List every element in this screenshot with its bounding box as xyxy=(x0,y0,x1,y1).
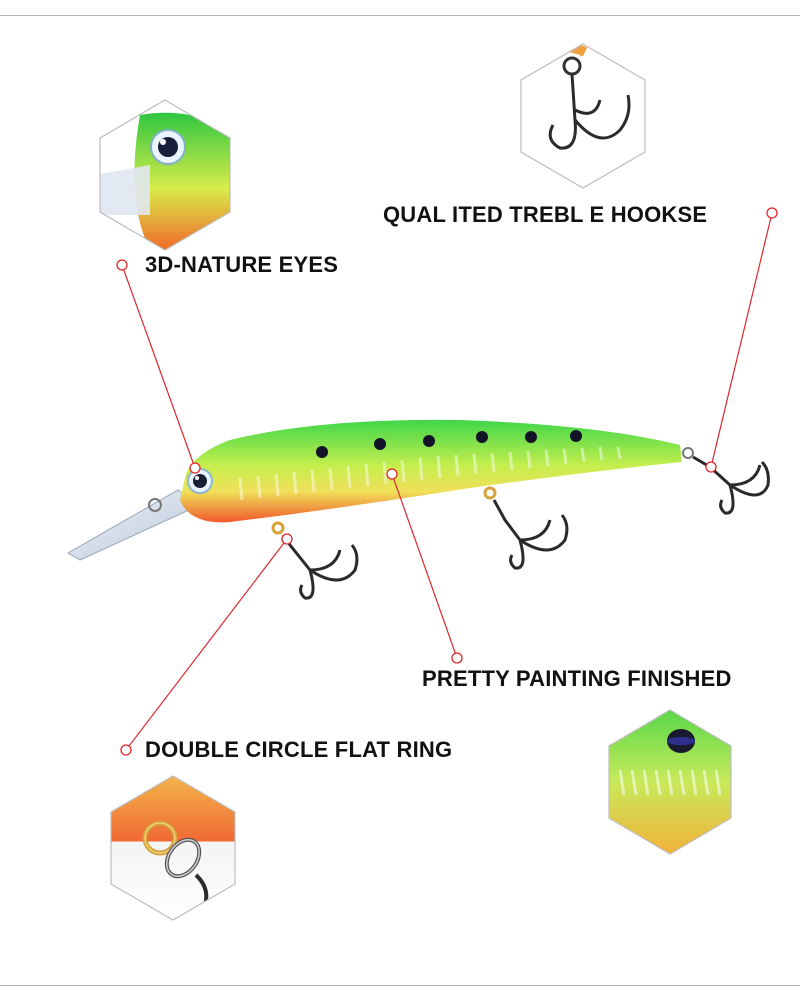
ring-hex-frame xyxy=(110,775,236,921)
hooks-marker xyxy=(766,207,778,219)
lure-body xyxy=(180,419,682,523)
belly-ring-mid xyxy=(483,486,497,500)
ring-closeup-photo xyxy=(110,775,236,921)
belly-ring-front xyxy=(271,521,285,535)
callout-lines xyxy=(121,212,773,751)
ring-label: DOUBLE CIRCLE FLAT RING xyxy=(145,737,453,762)
eye-hex-frame xyxy=(99,99,231,251)
painting-target-marker xyxy=(386,468,398,480)
tail-ring xyxy=(682,447,694,459)
hooks-callout-line xyxy=(710,212,773,468)
line-tie-eye xyxy=(148,498,162,512)
painting-label: PRETTY PAINTING FINISHED xyxy=(422,666,732,691)
ring-target-marker xyxy=(281,533,293,545)
paint-hex-frame xyxy=(608,709,732,855)
hook-hex-frame xyxy=(520,43,646,189)
hook-closeup-photo xyxy=(520,43,646,189)
eye-closeup-photo xyxy=(99,99,231,251)
eyes-label: 3D-NATURE EYES xyxy=(145,252,339,277)
eyes-marker xyxy=(116,259,128,271)
eyes-callout-line xyxy=(121,264,196,469)
lure-eye xyxy=(187,468,213,494)
scale-pattern xyxy=(238,446,622,501)
hooks-label: QUAL ITED TREBL E HOOKSE xyxy=(383,202,708,227)
callout-markers xyxy=(116,207,778,756)
paint-closeup-photo xyxy=(608,709,732,855)
front-treble-hook xyxy=(281,534,359,600)
bottom-divider xyxy=(0,985,800,986)
hooks-target-marker xyxy=(705,461,717,473)
tail-treble-hook xyxy=(692,455,770,515)
fishing-lure xyxy=(67,419,770,600)
top-divider xyxy=(0,15,800,16)
ring-callout-line xyxy=(125,538,288,751)
painting-callout-line xyxy=(391,473,458,659)
painting-marker xyxy=(451,652,463,664)
eyes-target-marker xyxy=(189,462,201,474)
body-spots xyxy=(316,430,582,458)
mid-treble-hook xyxy=(492,499,569,570)
ring-marker xyxy=(120,744,132,756)
diving-lip xyxy=(67,489,202,561)
